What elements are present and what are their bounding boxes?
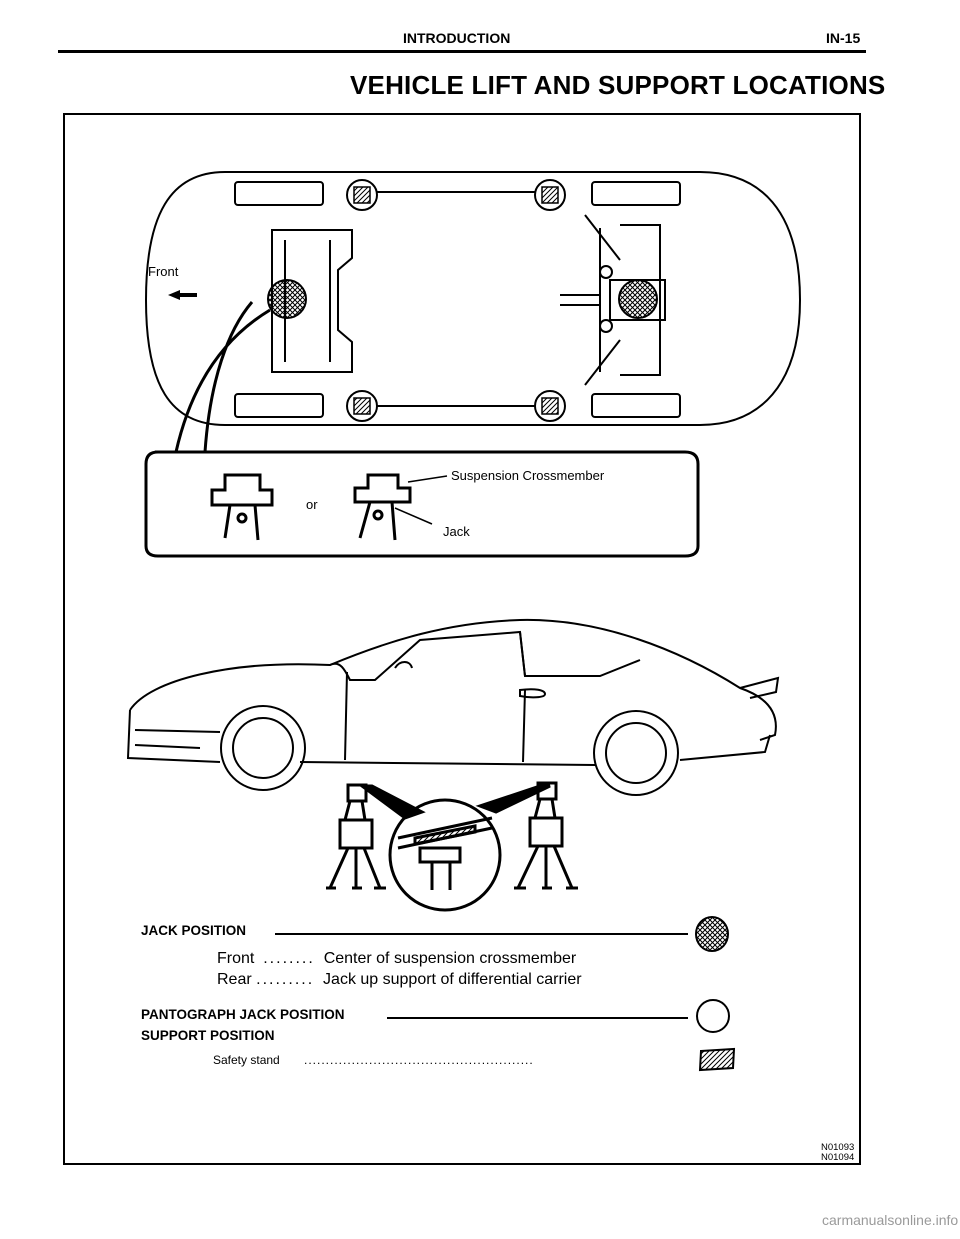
section-title: INTRODUCTION: [403, 30, 511, 46]
figure-frame: [63, 113, 861, 1165]
front-label: Front: [148, 264, 179, 279]
jack-point-front: [267, 279, 307, 319]
stand-detail-magnifier: [357, 784, 551, 912]
jack-position-heading: JACK POSITION: [141, 923, 247, 938]
callout-leaders: [394, 475, 448, 525]
legend-row-rear: Rear ......... Jack up support of differ…: [217, 971, 582, 989]
page-header: INTRODUCTION IN-15: [0, 0, 960, 60]
safety-stand-dots: ........................................…: [304, 1053, 534, 1067]
jack-head-right: [353, 473, 412, 541]
figure-code-2: N01094: [821, 1152, 855, 1163]
front-direction-arrow: [168, 290, 197, 300]
pantograph-heading: PANTOGRAPH JACK POSITION: [141, 1007, 345, 1022]
legend-row-front-dots: ........: [263, 950, 315, 967]
header-rule: [58, 50, 866, 53]
legend-row-rear-name: Rear: [217, 971, 252, 988]
legend-row-front-desc: Center of suspension crossmember: [323, 950, 577, 967]
figure-code-1: N01093: [821, 1142, 855, 1153]
car-side-view: [126, 618, 780, 796]
suspension-crossmember-label: Suspension Crossmember: [451, 468, 605, 483]
jack-position-symbol: [695, 916, 729, 952]
legend-lines: [275, 933, 688, 1019]
legend-row-front-name: Front: [217, 950, 255, 967]
legend-row-rear-desc: Jack up support of differential carrier: [323, 971, 582, 988]
pantograph-points: [346, 179, 566, 422]
underbody-view: [144, 171, 802, 426]
support-heading: SUPPORT POSITION: [141, 1028, 275, 1043]
legend-row-rear-dots: .........: [256, 971, 315, 988]
safety-stand-rear: [514, 781, 578, 890]
jack-detail-callout: [144, 301, 700, 558]
jack-point-rear: [618, 279, 658, 319]
safety-stand-label: Safety stand: [213, 1053, 280, 1067]
pantograph-position-symbol: [696, 999, 730, 1033]
page-title: VEHICLE LIFT AND SUPPORT LOCATIONS: [350, 70, 886, 100]
safety-stand-symbol: [698, 1047, 736, 1072]
jack-label: Jack: [443, 524, 470, 539]
watermark-footer: carmanualsonline.info: [822, 1212, 959, 1228]
or-label: or: [306, 497, 318, 512]
page-number: IN-15: [826, 30, 861, 46]
safety-stand-front: [326, 783, 386, 890]
jack-head-left: [210, 473, 274, 541]
legend-row-front: Front ........ Center of suspension cros…: [217, 950, 576, 968]
support-points: [353, 186, 559, 415]
